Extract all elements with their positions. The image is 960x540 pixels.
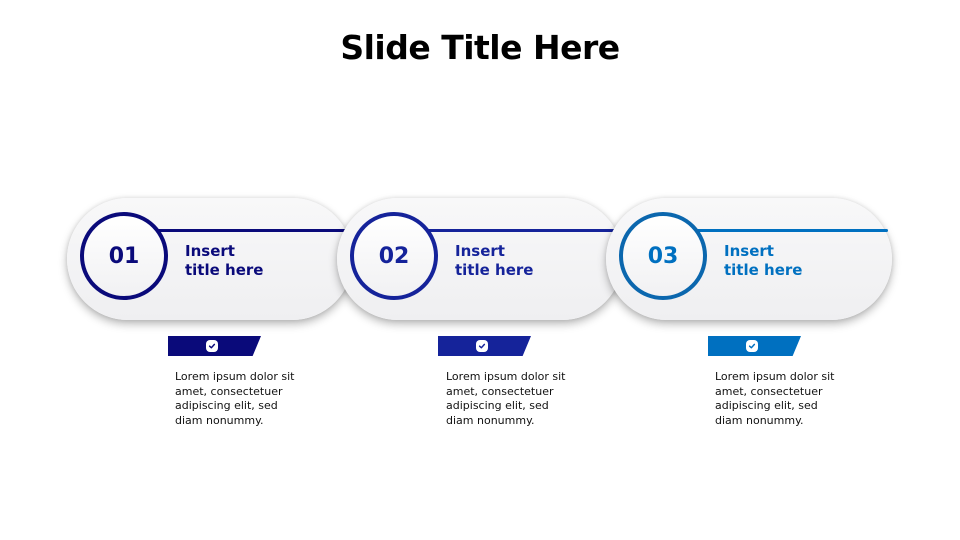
step-3-tag [708,336,801,356]
step-1-title: Insert title here [185,242,295,280]
step-2-title-line-1: Insert [455,242,505,260]
step-2-number-circle: 02 [350,212,438,300]
step-3-title-line-2: title here [724,261,803,279]
step-3-description: Lorem ipsum dolor sit amet, consectetuer… [715,370,835,427]
check-icon [205,340,218,352]
step-1-connector-line [145,229,353,232]
step-3-number: 03 [647,243,679,269]
step-2-description: Lorem ipsum dolor sit amet, consectetuer… [446,370,566,427]
step-2-connector-line [415,229,623,232]
step-1-tag [168,336,261,356]
step-1-title-line-1: Insert [185,242,235,260]
step-1-number-circle: 01 [80,212,168,300]
step-2-title: Insert title here [455,242,565,280]
step-1-pill: 01 Insert title here [67,198,353,320]
step-3-pill: 03 Insert title here [606,198,892,320]
step-3-title-line-1: Insert [724,242,774,260]
step-2-pill: 02 Insert title here [337,198,623,320]
check-icon [745,340,758,352]
slide-title: Slide Title Here [340,28,620,67]
step-1-number: 01 [108,243,140,269]
step-2-number: 02 [378,243,410,269]
step-3-connector-line [684,229,888,232]
step-1-description: Lorem ipsum dolor sit amet, consectetuer… [175,370,295,427]
step-2-tag [438,336,531,356]
step-1-title-line-2: title here [185,261,264,279]
step-2-title-line-2: title here [455,261,534,279]
step-3-number-circle: 03 [619,212,707,300]
step-3-title: Insert title here [724,242,834,280]
check-icon [475,340,488,352]
